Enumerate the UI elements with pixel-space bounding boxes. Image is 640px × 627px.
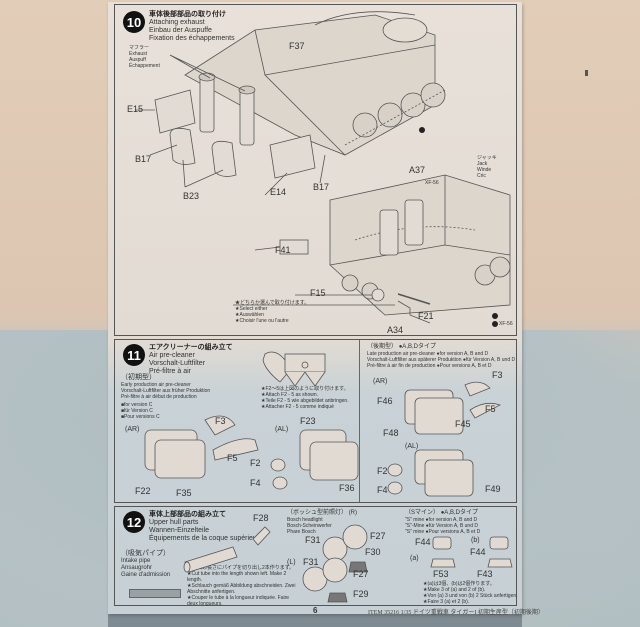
part-label-f29: F29: [353, 589, 369, 599]
muffler-label: マフラー Exhaust Auspuff Échappement: [129, 45, 160, 69]
part-label-e14: E14: [270, 187, 287, 197]
part-label-f30: F30: [365, 547, 381, 557]
instruction-page: 10 車体後部部品の取り付け Attaching exhaust Einbau …: [108, 2, 544, 616]
cut-note: ★左図の長さにパイプを切り出し2本作ります。 ★Cut tube into th…: [187, 565, 296, 607]
pipe-length-guide: [129, 589, 181, 598]
item-footer: ITEM 35216 1/35 ドイツ重戦車 タイガーI 初期生産型（初期後期）: [368, 610, 544, 616]
part-label-f27: F27: [370, 531, 386, 541]
part-label-f31: F31: [303, 557, 319, 567]
left-label: (L): [287, 559, 296, 566]
part-label-f22: F22: [135, 486, 151, 496]
part-label-f2: F2: [377, 466, 388, 476]
step-title: 車体上部部品の組み立て Upper hull parts Wannen-Einz…: [149, 511, 264, 542]
part-label-f28: F28: [253, 513, 269, 523]
step-11-section: 11 エアクリーナーの組み立て Air pre-cleaner Vorschal…: [114, 339, 517, 503]
part-label-f48: F48: [383, 428, 399, 438]
part-label-f49: F49: [485, 484, 501, 494]
part-label-b17: B17: [313, 182, 330, 192]
paint-code: XF-56: [425, 180, 439, 186]
part-label-f5: F5: [227, 453, 238, 463]
part-label-f43: F43: [477, 569, 493, 579]
title-de: Einbau der Auspuffe: [149, 27, 212, 34]
part-label-f31: F31: [305, 535, 321, 545]
jack-label: ジャッキ Jack Winde Cric: [477, 155, 497, 179]
part-label-a34: A34: [387, 325, 404, 335]
late-production-note: （後期型） ●A,B,Dタイプ Late production air pre-…: [367, 344, 516, 369]
step-number: 10: [123, 11, 145, 33]
part-label-f36: F36: [339, 483, 355, 493]
step-11-illustration: [144, 351, 502, 497]
step-title: エアクリーナーの組み立て Air pre-cleaner Vorschalt-L…: [149, 344, 233, 375]
part-label-f3: F3: [215, 416, 226, 426]
part-label-f35: F35: [176, 488, 192, 498]
page-stack-edge: [108, 614, 522, 627]
title-fr: Fixation des échappements: [149, 35, 235, 42]
step-10-section: 10 車体後部部品の取り付け Attaching exhaust Einbau …: [114, 4, 517, 336]
bosch-headlight-label: （ボッシュ型前照灯） (R) Bosch headlight Bosch-Sch…: [287, 510, 358, 535]
attach-note: ★F2〜5は上図のように取り付けます。 ★Attach F2 - 5 as sh…: [261, 386, 349, 410]
step-title: 車体後部部品の取り付け Attaching exhaust Einbau der…: [149, 11, 235, 43]
ar-label: (AR): [373, 378, 388, 385]
part-label-f15: F15: [310, 288, 326, 298]
part-label-e15: E15: [127, 104, 144, 114]
variant-b-label: (b): [471, 537, 480, 544]
part-label-a37: A37: [409, 165, 426, 175]
select-note: ★どちらか選んで取り付けます。 ★Select either ★Auswähle…: [235, 300, 310, 324]
part-label-f53: F53: [433, 569, 449, 579]
part-label-f2: F2: [250, 458, 261, 468]
part-label-b17: B17: [135, 154, 152, 164]
wall-mark: [585, 70, 588, 76]
part-label-f27: F27: [353, 569, 369, 579]
variant-a-label: (a): [410, 555, 419, 562]
page-number: 6: [313, 606, 318, 615]
part-label-f23: F23: [300, 416, 316, 426]
intake-pipe-label: （吸気パイプ） Intake pipe Ansaugrohr Gaine d'a…: [121, 550, 171, 578]
part-label-f44: F44: [470, 547, 486, 557]
section-divider: [359, 340, 360, 502]
early-production-note: （初期型） Early production air pre-cleaner V…: [121, 374, 211, 420]
part-label-f4: F4: [250, 478, 261, 488]
part-label-f41: F41: [275, 245, 291, 255]
part-label-f21: F21: [418, 311, 434, 321]
part-label-b23: B23: [183, 191, 200, 201]
step-number: 11: [123, 344, 145, 366]
step-10-illustration: [135, 11, 511, 327]
part-label-f5: F5: [485, 404, 496, 414]
ar-label: (AR): [125, 426, 140, 433]
step-12-section: 12 車体上部部品の組み立て Upper hull parts Wannen-E…: [114, 506, 518, 607]
s-mine-label: （Sマイン） ●A,B,Dタイプ "S" mine ●for version A…: [405, 510, 481, 535]
part-label-f46: F46: [377, 396, 393, 406]
part-label-f37: F37: [289, 41, 305, 51]
al-label: (AL): [275, 426, 289, 433]
step-number: 12: [123, 511, 145, 533]
title-en: Attaching exhaust: [149, 19, 205, 26]
part-label-f45: F45: [455, 419, 471, 429]
make-note: ★(a)は3個、(b)は2個作ります。 ★Make 3 of (a) and 2…: [423, 581, 518, 605]
al-label: (AL): [405, 443, 419, 450]
title-jp: 車体後部部品の取り付け: [149, 11, 226, 18]
step-12-illustration: [183, 524, 513, 603]
part-label-f44: F44: [415, 537, 431, 547]
part-label-f4: F4: [377, 485, 388, 495]
paint-code: XF-56: [499, 321, 513, 327]
part-label-f3: F3: [492, 370, 503, 380]
